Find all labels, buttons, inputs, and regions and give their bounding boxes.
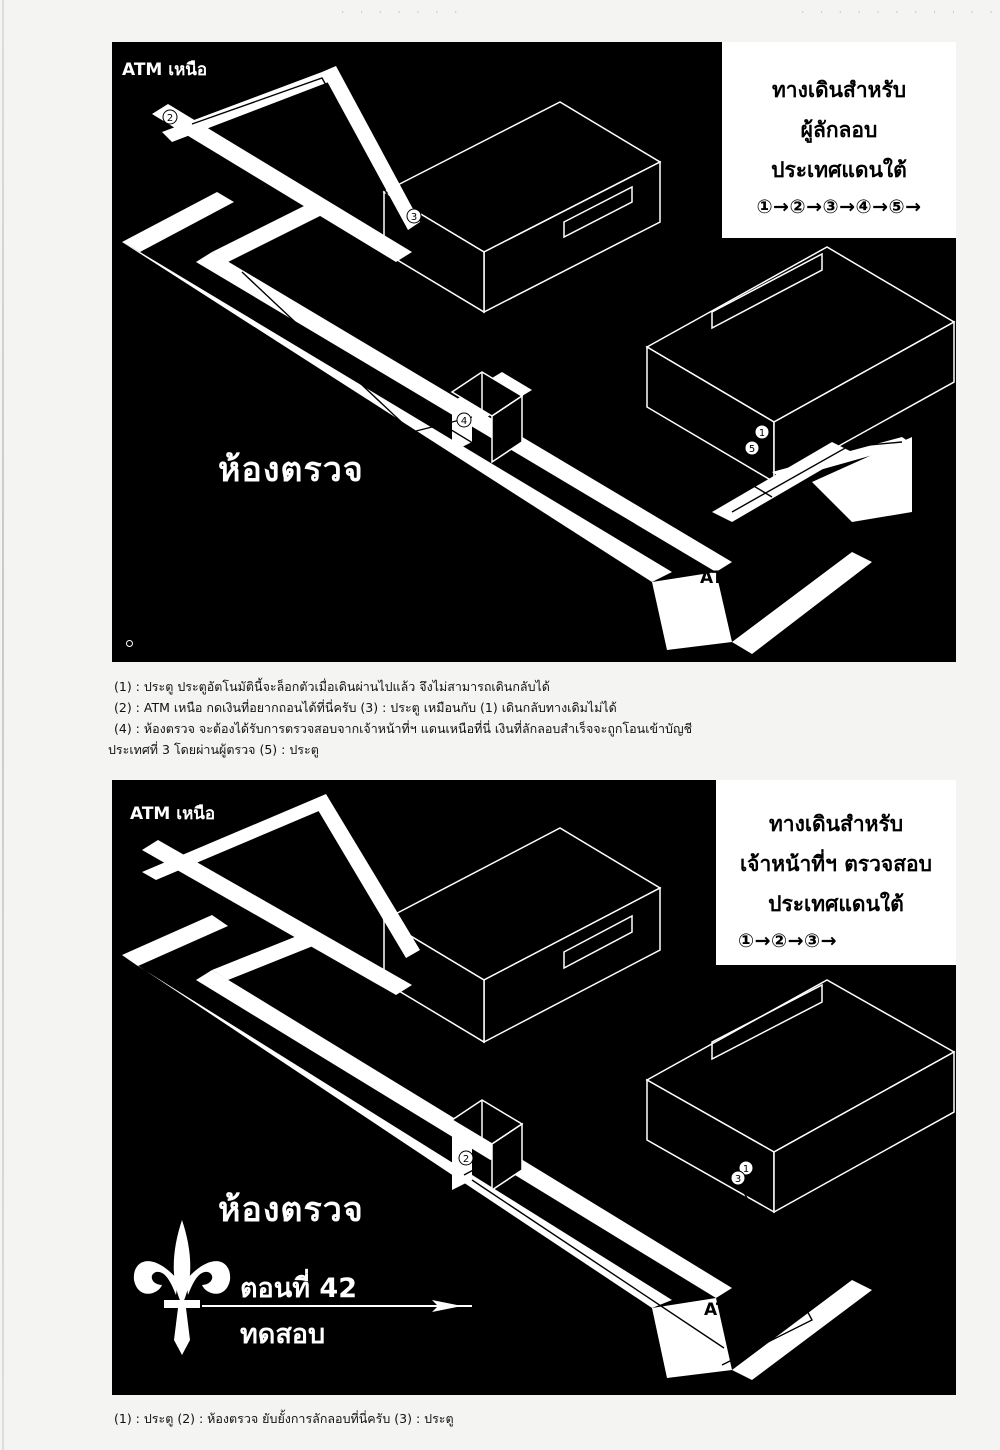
caption-line: ประเทศที่ 3 โดยผ่านผู้ตรวจ (5) : ประตู — [108, 742, 319, 757]
marker-2-label: 2 — [463, 1154, 469, 1165]
marker-3-label: 3 — [735, 1174, 741, 1185]
marker-4 — [456, 412, 472, 428]
legend-box: ทางเดินสำหรับ เจ้าหน้าที่ฯ ตรวจสอบ ประเท… — [716, 780, 956, 965]
markers-group: 1 2 3 — [458, 1150, 754, 1186]
page-binding-edge — [2, 0, 4, 1450]
caption-line: (4) : ห้องตรวจ จะต้องได้รับการตรวจสอบจาก… — [114, 721, 693, 736]
caption-line: (1) : ประตู (2) : ห้องตรวจ ยับยั้งการลัก… — [114, 1411, 454, 1426]
legend-line-1: ทางเดินสำหรับ — [768, 812, 904, 836]
route-arrows — [151, 77, 903, 553]
marker-2 — [458, 1150, 474, 1166]
south-room-label: ใต้ — [772, 1087, 806, 1120]
atm-south-direction: ใต้ — [746, 560, 776, 590]
atm-north-label: ATM เหนือ — [122, 60, 208, 80]
legend-line-3: ประเทศแดนใต้ — [771, 158, 907, 182]
smuggler-route-diagram: 1 2 3 4 5 ATM เหนือ เหนือ ใต้ ห้องตรวจ A… — [112, 42, 956, 662]
marker-1 — [754, 424, 770, 440]
markers-group: 1 2 3 4 5 — [162, 109, 770, 456]
legend-line-3: ประเทศแดนใต้ — [768, 892, 904, 916]
legend-line-1: ทางเดินสำหรับ — [771, 78, 907, 102]
corridors — [122, 794, 872, 1380]
top-caption: (1) : ประตู ประตูอัตโนมัตินี้จะล็อกตัวเม… — [108, 676, 954, 760]
atm-south-prefix: ATM — [704, 1300, 745, 1320]
caption-line: (2) : ATM เหนือ กดเงินที่อยากถอนได้ที่นี… — [114, 700, 617, 715]
marker-5 — [744, 440, 760, 456]
marker-2 — [162, 109, 178, 125]
atm-north-label: ATM เหนือ — [130, 804, 216, 824]
north-building — [382, 101, 662, 314]
south-building — [645, 246, 956, 484]
marker-3 — [406, 208, 422, 224]
marker-4-label: 4 — [461, 416, 467, 427]
inspector-route-diagram: 1 2 3 ATM เหนือ เหนือ ใต้ ห้องตรวจ ATM ใ… — [112, 780, 956, 1395]
legend-box: ทางเดินสำหรับ ผู้ลักลอบ ประเทศแดนใต้ ①→②… — [722, 42, 956, 238]
north-building — [382, 827, 662, 1044]
south-room-label: ใต้ — [772, 343, 806, 376]
marker-1 — [738, 1160, 754, 1176]
print-speckles: · · · · · · · — [340, 8, 463, 18]
corridors — [122, 66, 912, 654]
route-illustration: 1 2 3 — [122, 794, 956, 1380]
marker-2-label: 2 — [167, 113, 173, 124]
fleur-de-lis-emblem — [133, 1220, 472, 1355]
atm-south-direction: ใต้ — [750, 1292, 780, 1322]
inspection-room-label: ห้องตรวจ — [218, 1190, 364, 1230]
print-speckles: · · · · · · · · · · · — [800, 8, 998, 18]
legend-line-2: ผู้ลักลอบ — [800, 118, 878, 142]
caption-line: (1) : ประตู ประตูอัตโนมัตินี้จะล็อกตัวเม… — [114, 679, 550, 694]
marker-1-label: 1 — [743, 1164, 749, 1175]
inspection-box — [450, 1099, 524, 1192]
marker-1-label: 1 — [759, 428, 765, 439]
inspection-box — [450, 371, 524, 464]
legend-sequence: ①→②→③→ — [738, 930, 838, 952]
atm-south-label: ATM ใต้ — [700, 554, 776, 595]
route-illustration: 1 2 3 4 5 — [122, 66, 956, 654]
inspection-room-label: ห้องตรวจ — [218, 450, 364, 490]
marker-5-label: 5 — [749, 444, 755, 455]
marker-3 — [730, 1170, 746, 1186]
legend-sequence: ①→②→③→④→⑤→ — [756, 196, 922, 218]
atm-south-prefix: ATM — [700, 568, 741, 588]
chapter-title: ทดสอบ — [240, 1319, 326, 1350]
bottom-caption: (1) : ประตู (2) : ห้องตรวจ ยับยั้งการลัก… — [114, 1408, 954, 1429]
marker-3-label: 3 — [411, 212, 417, 223]
chapter-number: ตอนที่ 42 — [240, 1273, 357, 1304]
legend-line-2: เจ้าหน้าที่ฯ ตรวจสอบ — [740, 852, 932, 876]
north-room-label: เหนือ — [500, 912, 564, 942]
print-dot — [126, 640, 133, 647]
atm-south-label: ATM ใต้ — [704, 1286, 780, 1327]
north-room-label: เหนือ — [500, 166, 564, 196]
route-arrows — [463, 1159, 813, 1366]
